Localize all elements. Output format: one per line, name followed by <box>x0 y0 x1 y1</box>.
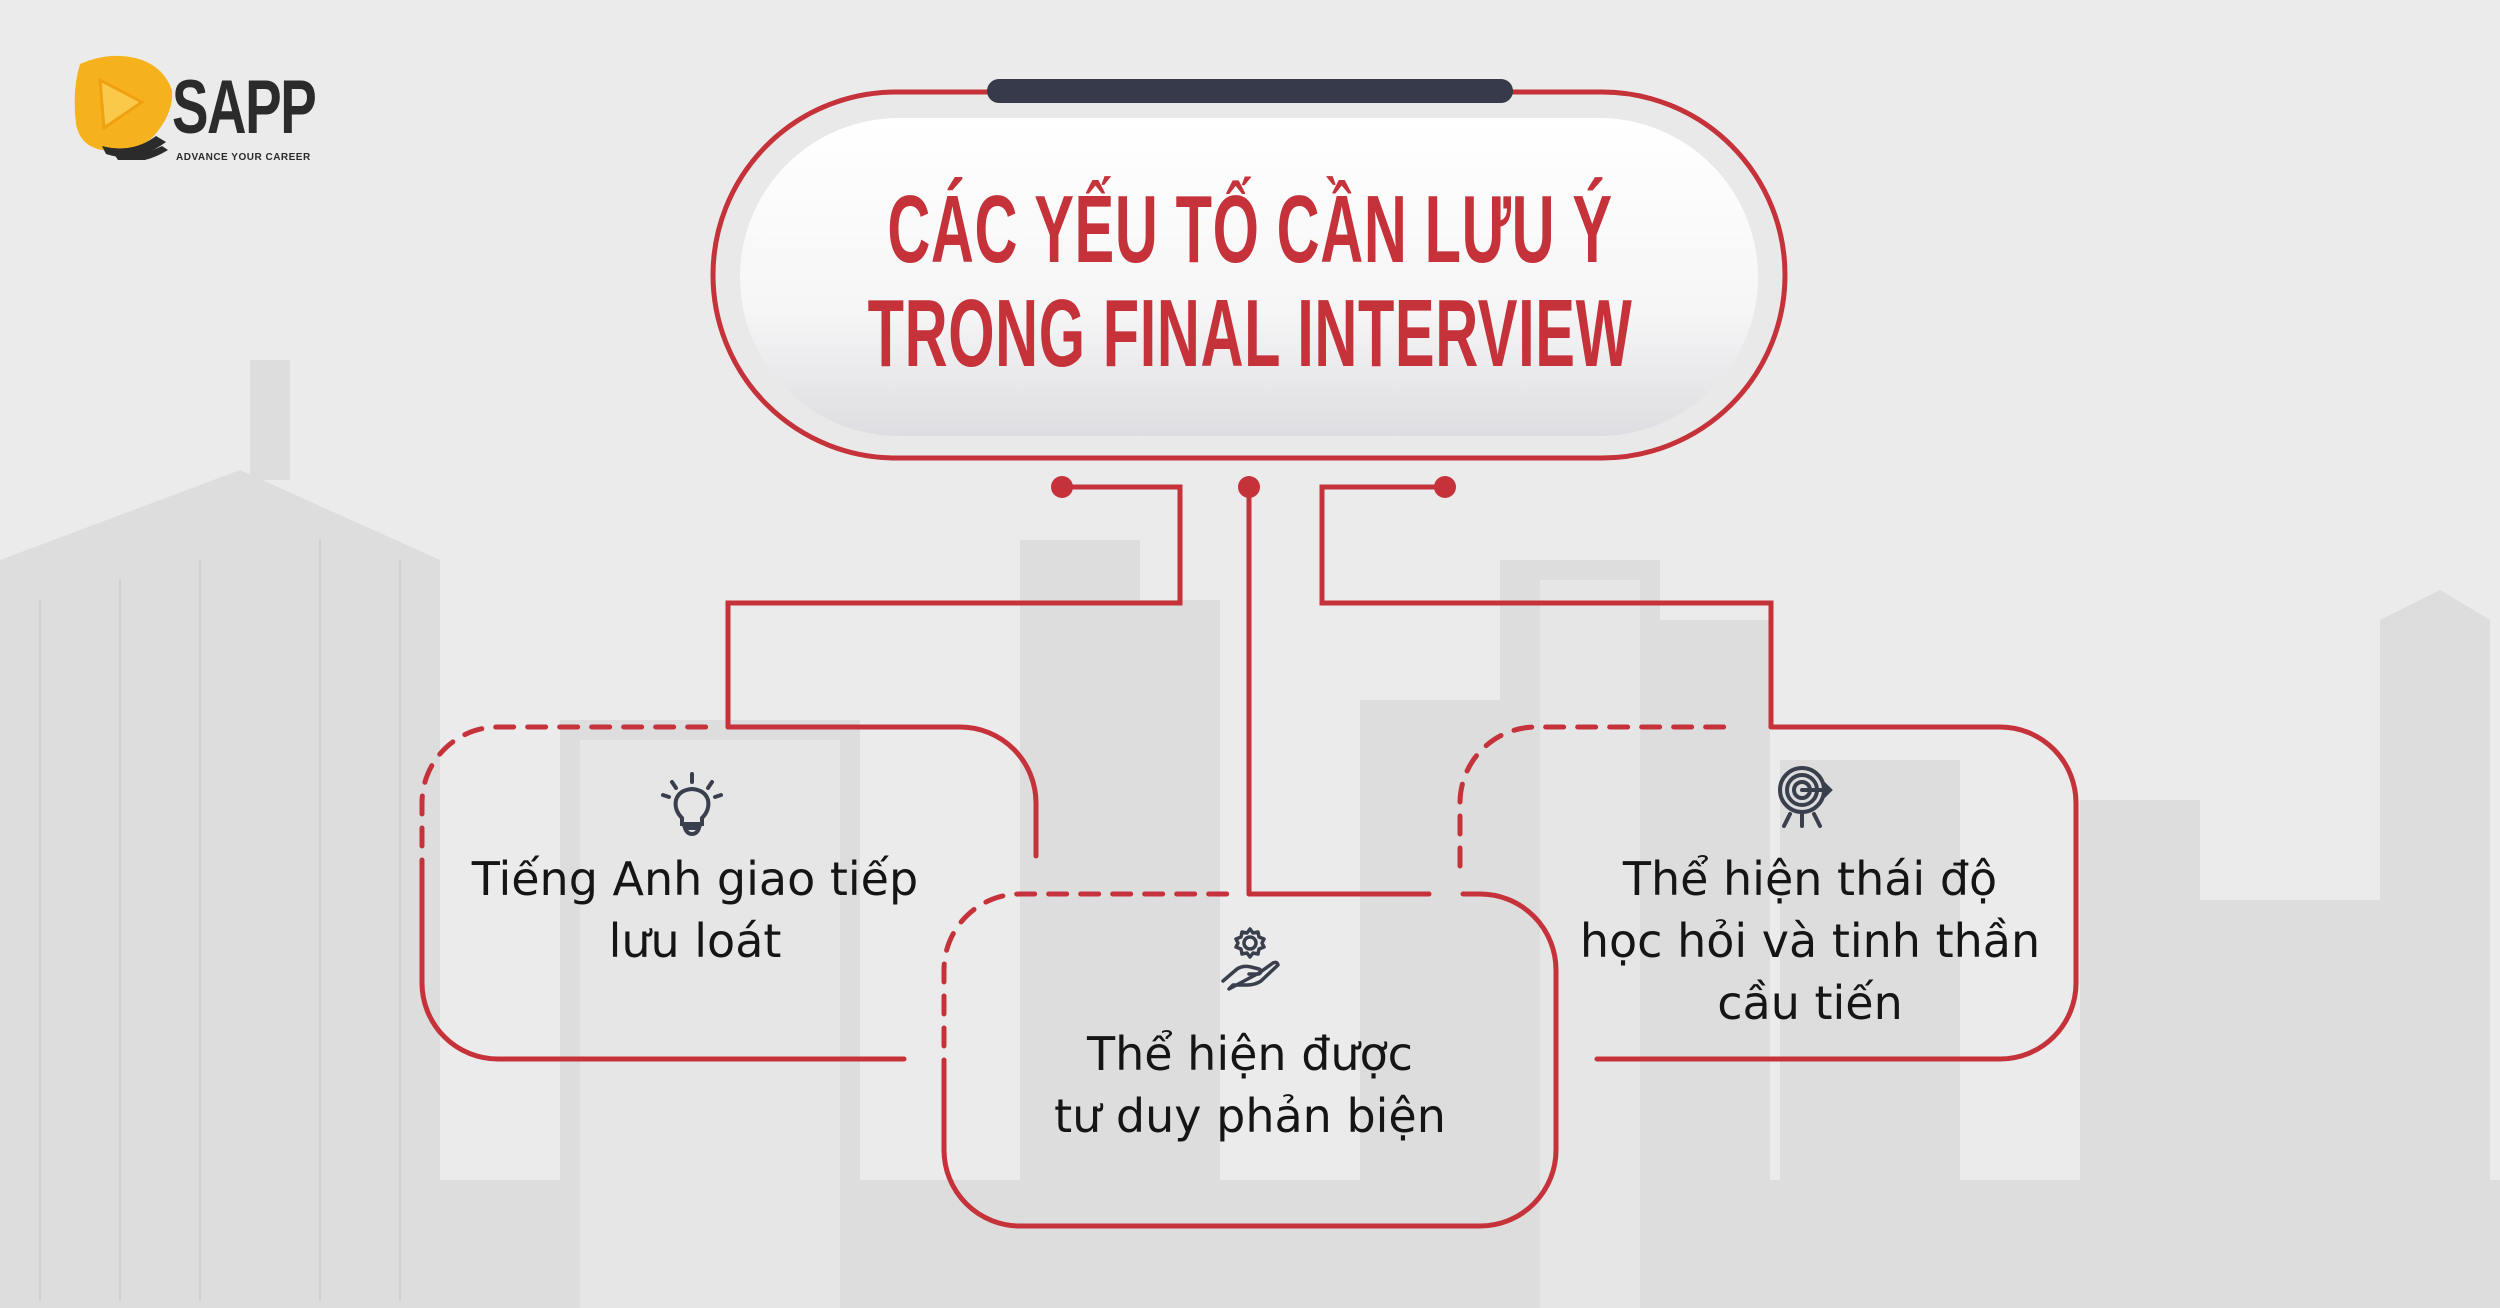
gear-hand-icon <box>1221 927 1280 991</box>
connector-dot-right <box>1434 476 1456 498</box>
card2-border-solid <box>941 891 1559 1229</box>
card1-border-solid-bottom <box>419 857 907 1062</box>
card-line: Thể hiện được <box>1087 1027 1413 1081</box>
card-line: tư duy phản biện <box>1054 1089 1446 1143</box>
card-text: Thể hiện được tư duy phản biện <box>1000 1023 1500 1147</box>
card1-border-solid <box>725 724 1039 859</box>
card3-border-dashed <box>1457 724 1740 869</box>
card-line: lưu loát <box>608 914 782 968</box>
brand-name: SAPP <box>172 65 317 150</box>
title-pill <box>710 79 1788 461</box>
pill-handle <box>987 79 1513 103</box>
sapp-logo: SAPP ADVANCE YOUR CAREER <box>72 50 322 170</box>
card-line: Tiếng Anh giao tiếp <box>471 852 919 906</box>
connector-dot-left <box>1051 476 1073 498</box>
card-text: Thể hiện thái độ học hỏi và tinh thần cầ… <box>1500 848 2120 1034</box>
card-text: Tiếng Anh giao tiếp lưu loát <box>420 848 970 972</box>
title-line-1: CÁC YẾU TỐ CẦN LƯU Ý <box>887 176 1613 283</box>
title-line-2: TRONG FINAL INTERVIEW <box>867 280 1633 387</box>
lightbulb-icon <box>661 772 723 837</box>
target-arrow-icon <box>1778 766 1833 828</box>
connector-dot-center <box>1238 476 1260 498</box>
card-line: cầu tiến <box>1717 976 1903 1030</box>
yellow-play-shield-icon <box>74 55 173 160</box>
card3-border-solid <box>1594 724 2079 1062</box>
card-line: Thể hiện thái độ <box>1622 852 1998 906</box>
card-line: học hỏi và tinh thần <box>1579 914 2041 968</box>
brand-tagline: ADVANCE YOUR CAREER <box>176 152 311 163</box>
card2-border-dashed <box>941 891 1243 1049</box>
card1-border-dashed <box>419 724 718 849</box>
